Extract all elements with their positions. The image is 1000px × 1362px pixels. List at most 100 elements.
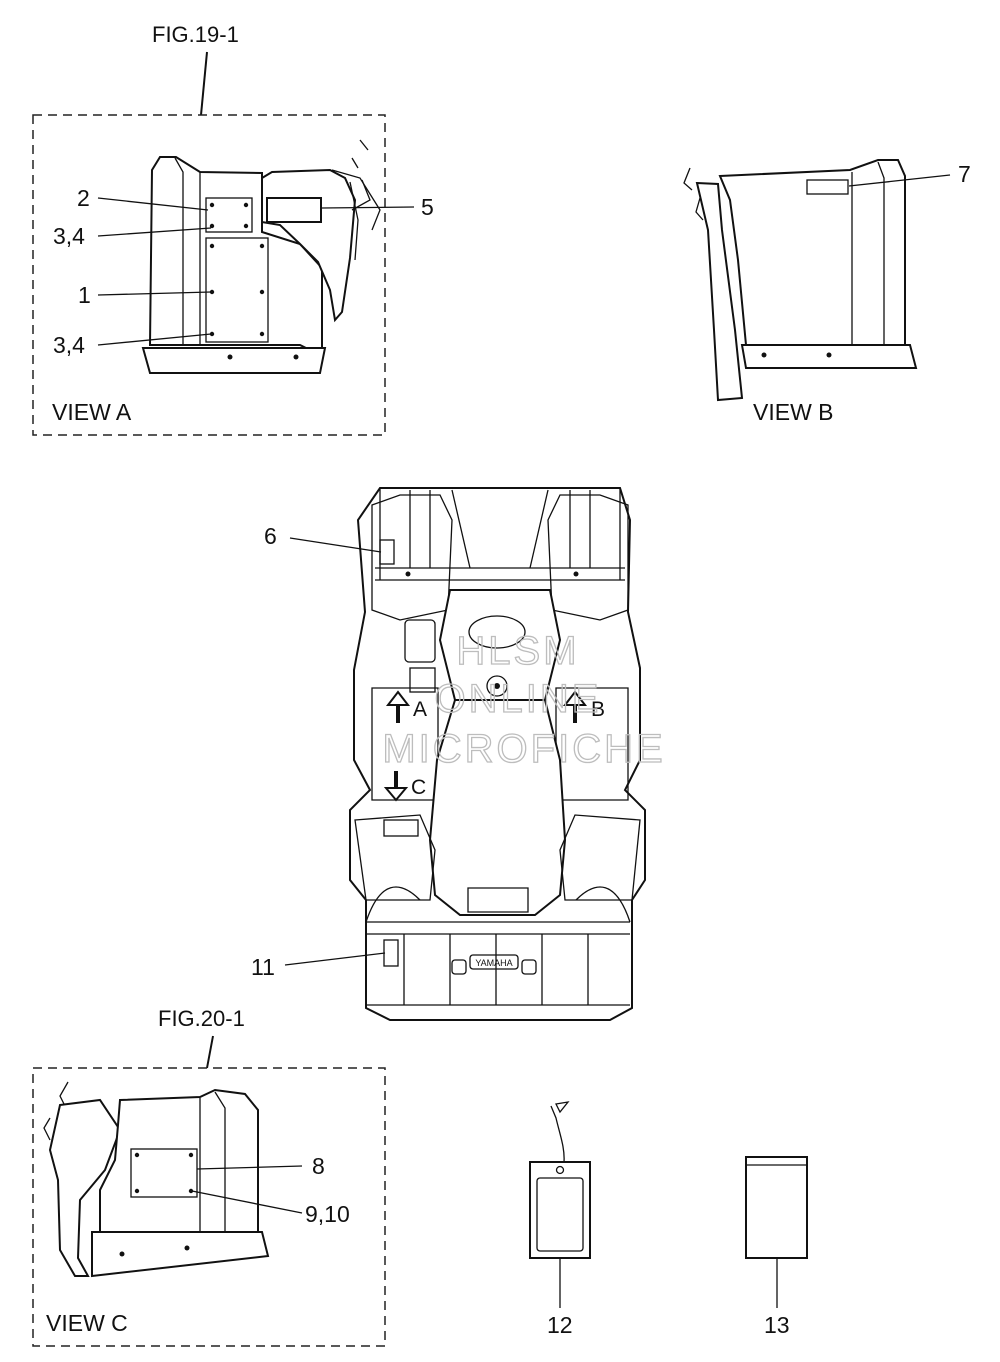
atv-badge-text: YAMAHA: [475, 958, 512, 968]
rivet: [826, 352, 832, 358]
rivet: [209, 289, 215, 295]
rivet: [184, 1245, 190, 1251]
atv-rear-left-decal: [383, 819, 419, 837]
rivet: [494, 683, 500, 689]
callout-2[interactable]: 2: [77, 185, 90, 211]
callout-3-4-lower[interactable]: 3,4: [53, 332, 85, 358]
atv-rear-rack-loops: [365, 886, 631, 923]
leader-11: [284, 952, 386, 966]
atv-taillight-left: [451, 959, 467, 975]
view-b-hose: [683, 167, 693, 191]
atv-front-left-fender: [371, 494, 453, 621]
rivet: [243, 223, 249, 229]
label-5-decal: [266, 197, 322, 223]
rivet: [293, 354, 299, 360]
rivet: [209, 202, 215, 208]
view-arrow-c-label: C: [411, 776, 426, 799]
view-c-fender-edge: [199, 1091, 226, 1232]
item-12-hole: [555, 1165, 565, 1175]
leader-5: [321, 206, 415, 209]
rivet: [119, 1251, 125, 1257]
view-a-fender-edge: [174, 157, 184, 345]
view-a-label: VIEW A: [52, 399, 132, 425]
callout-9-10[interactable]: 9,10: [305, 1201, 350, 1227]
atv-rear-rack: [366, 921, 630, 1006]
item-13-booklet: [745, 1156, 808, 1259]
atv-rear-right-fender: [559, 814, 641, 901]
atv-switch: [409, 667, 436, 693]
rivet: [573, 571, 579, 577]
leader-7: [848, 174, 951, 187]
rivet: [259, 331, 265, 337]
item-12-tag: 12: [529, 1101, 591, 1338]
view-a-hose: [351, 139, 371, 211]
label-2-decal: [205, 197, 253, 233]
view-b-fender-edge: [877, 161, 885, 345]
rivet: [209, 243, 215, 249]
callout-7[interactable]: 7: [958, 161, 971, 187]
view-a-group: FIG.19-1 2 3,4 1: [32, 22, 434, 436]
rivet: [209, 223, 215, 229]
label-8-decal: [130, 1148, 198, 1198]
callout-12[interactable]: 12: [547, 1312, 573, 1338]
item-12-card-inner: [536, 1177, 584, 1252]
atv-top-view: YAMAHA A B C 6 11: [251, 487, 646, 1021]
leader-9-10: [191, 1190, 303, 1214]
fig-ref-top-leader: [200, 51, 208, 116]
item-13-manual: 13: [745, 1156, 808, 1338]
label-7-decal: [806, 179, 849, 195]
rivet: [405, 571, 411, 577]
callout-5[interactable]: 5: [421, 194, 434, 220]
view-c-front-panel: [48, 1098, 122, 1277]
fig-ref-top[interactable]: FIG.19-1: [152, 22, 239, 47]
rivet: [259, 243, 265, 249]
atv-rear-left-fender: [354, 814, 436, 901]
atv-seat-latch: [467, 887, 529, 913]
item-12-string-tip: [555, 1101, 570, 1114]
view-c-group: FIG.20-1 8 9,10 VIEW C: [32, 1006, 386, 1347]
rivet: [243, 202, 249, 208]
callout-6[interactable]: 6: [264, 523, 277, 549]
rivet: [259, 289, 265, 295]
leader-6: [289, 537, 382, 553]
callout-8[interactable]: 8: [312, 1153, 325, 1179]
rivet: [134, 1188, 140, 1194]
leader-1: [97, 291, 212, 296]
item-12-string: [550, 1105, 565, 1163]
watermark-line-2: ONLINE: [435, 677, 602, 721]
view-arrow-c-icon: [383, 771, 409, 802]
view-a-footrest: [141, 347, 327, 374]
watermark-line-3: MICROFICHE: [382, 727, 665, 771]
callout-13[interactable]: 13: [764, 1312, 790, 1338]
view-arrow-a-icon: [385, 690, 411, 723]
leader-2: [97, 197, 209, 211]
view-b-label: VIEW B: [753, 399, 834, 425]
view-arrow-b-icon: [562, 690, 588, 723]
view-a-frame: [32, 114, 386, 436]
atv-seat: [428, 699, 567, 916]
callout-3-4-upper[interactable]: 3,4: [53, 223, 85, 249]
view-arrow-a-label: A: [413, 698, 427, 721]
atv-key: [486, 675, 508, 697]
view-a-tank-detail: [331, 169, 381, 261]
fig-ref-bottom[interactable]: FIG.20-1: [158, 1006, 245, 1031]
atv-badge: [469, 954, 519, 970]
leader-8: [196, 1165, 303, 1170]
rivet: [227, 354, 233, 360]
atv-front-rack: [375, 488, 625, 581]
view-b-fender: [718, 159, 906, 346]
view-c-footrest: [91, 1231, 270, 1278]
item-12-card: [529, 1161, 591, 1259]
fig-ref-bottom-leader: [206, 1035, 214, 1069]
atv-front-rack-bars: [409, 489, 591, 569]
atv-steering-pad: [468, 615, 526, 649]
view-c-label: VIEW C: [46, 1310, 128, 1336]
atv-front-right-fender: [547, 494, 629, 621]
leader-34a: [97, 227, 212, 237]
leader-34b: [97, 333, 212, 346]
rivet: [188, 1188, 194, 1194]
callout-1[interactable]: 1: [78, 282, 91, 308]
callout-11[interactable]: 11: [251, 954, 275, 980]
view-arrow-b-label: B: [591, 698, 605, 721]
